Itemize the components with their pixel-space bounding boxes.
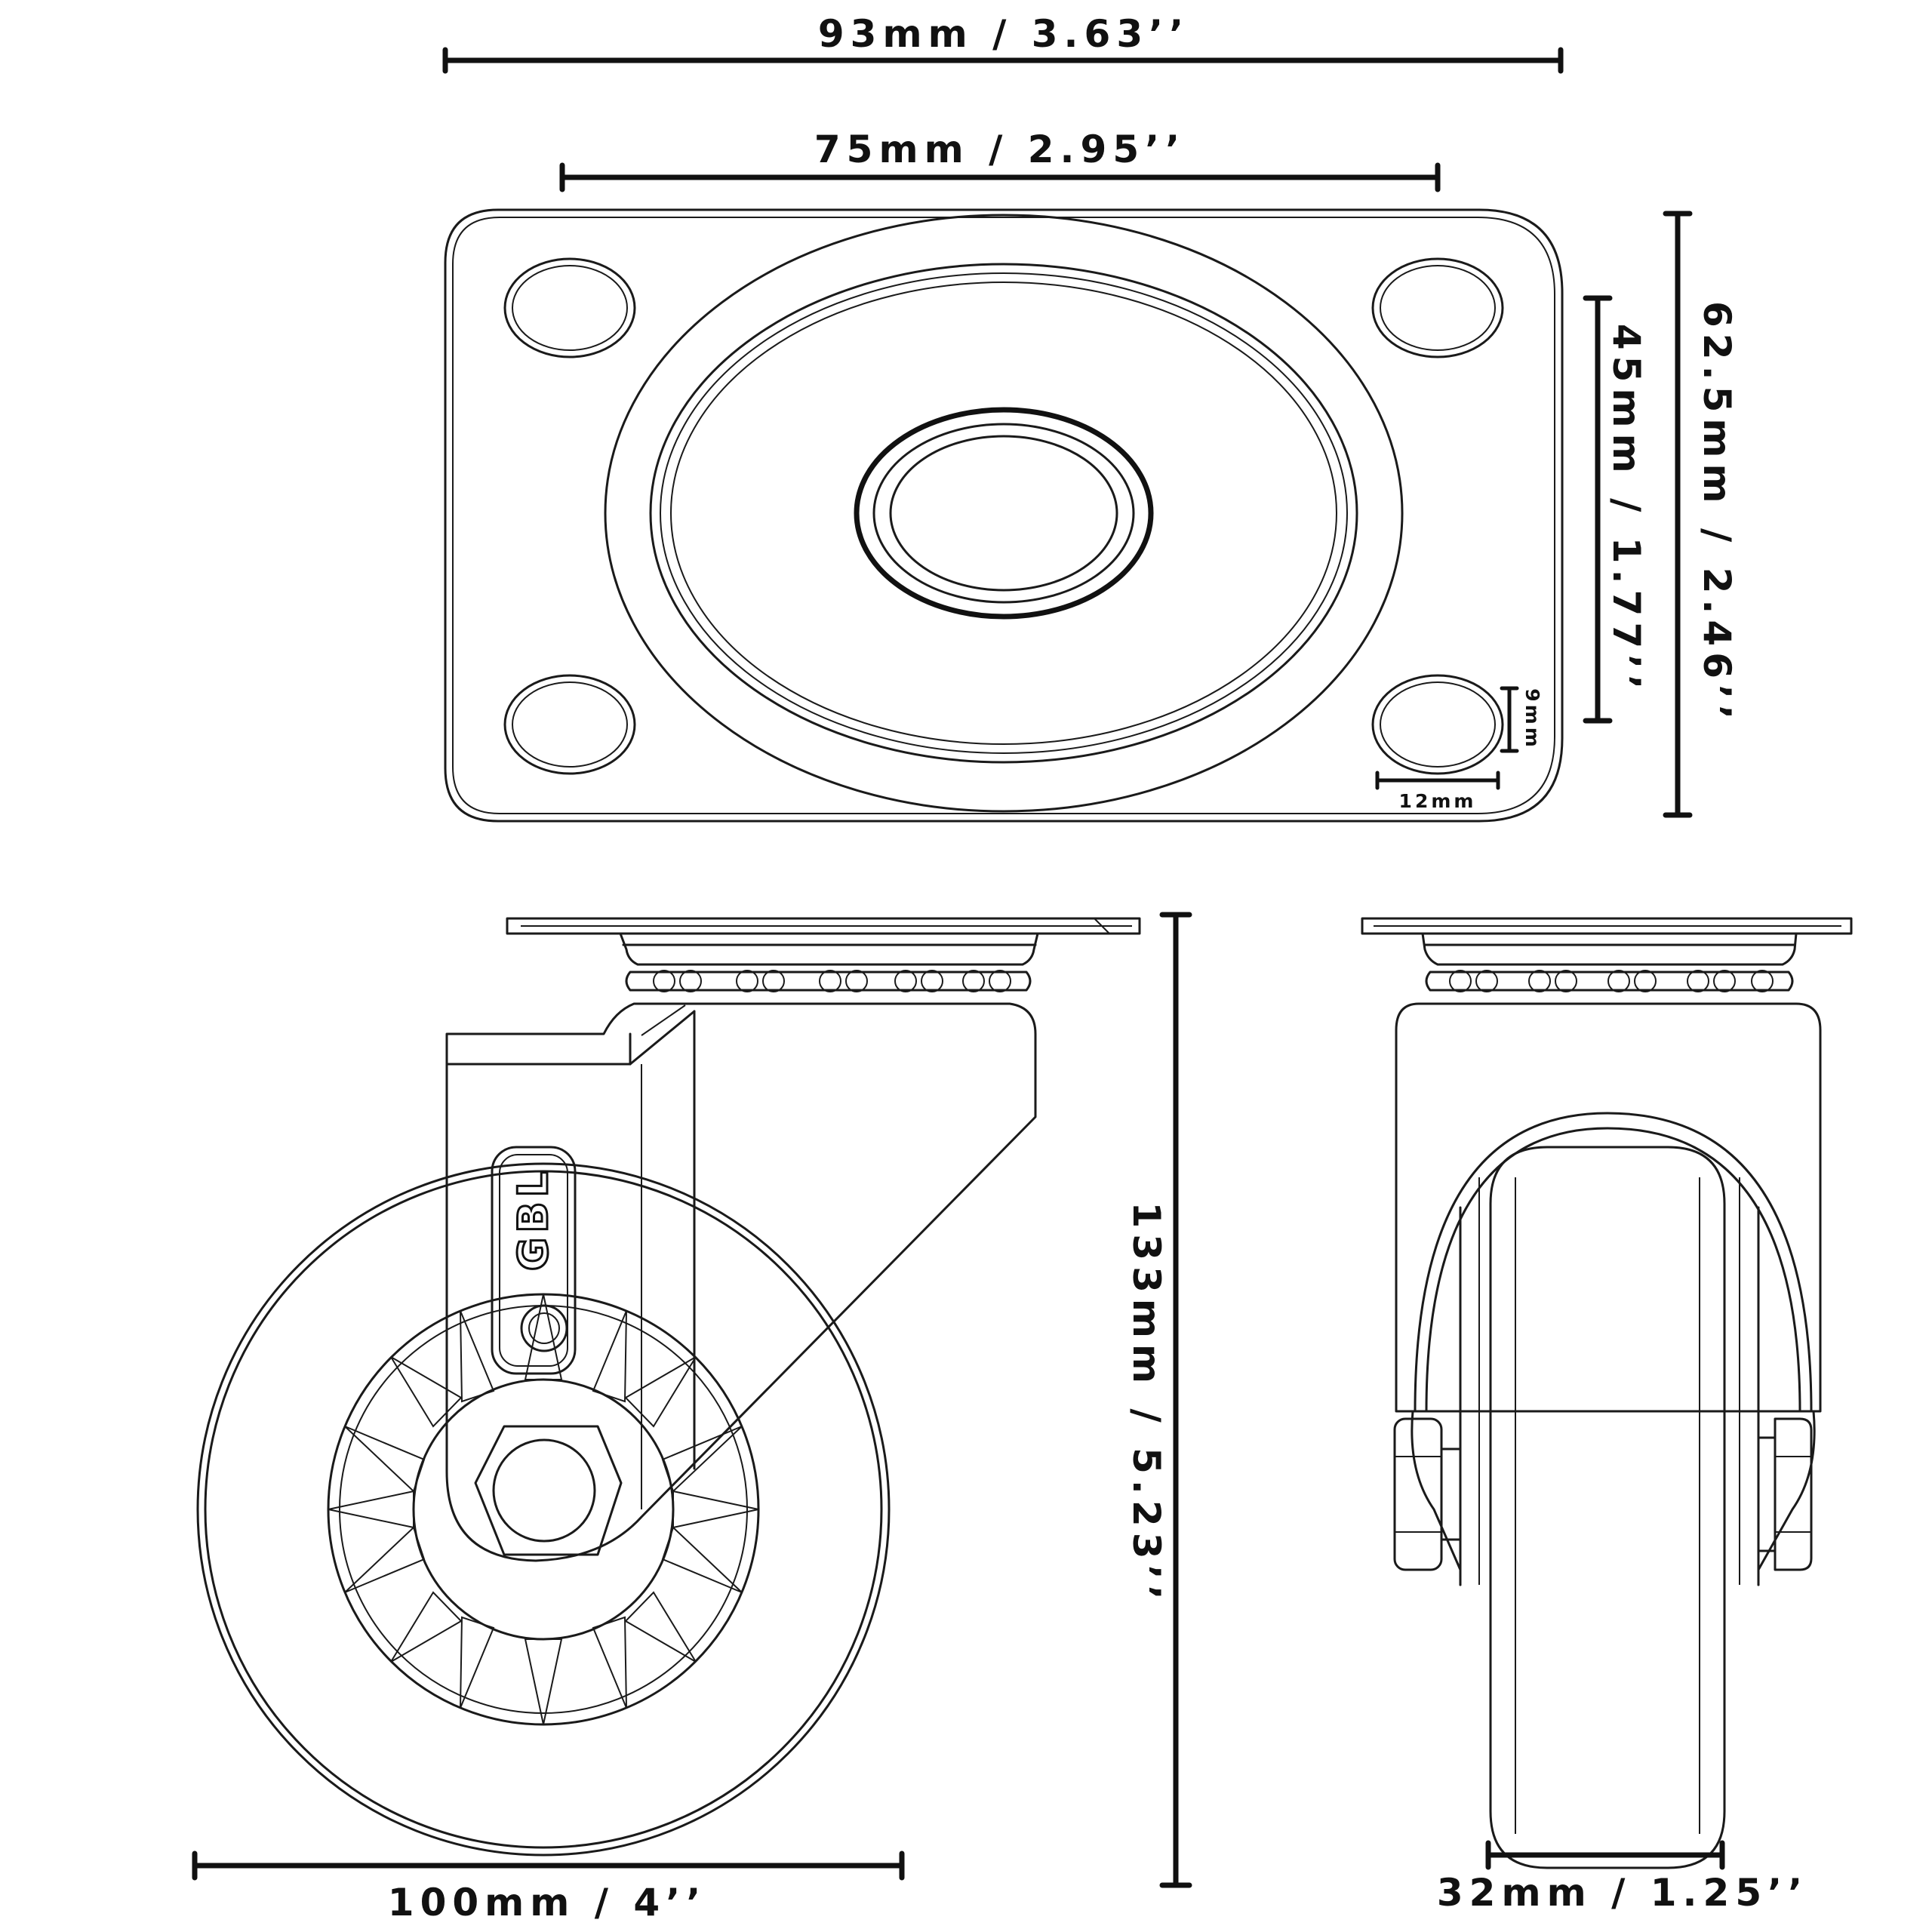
dim-wheel-width: 32mm / 1.25’’: [1437, 1840, 1808, 1915]
dim-wheel-diameter-label: 100mm / 4’’: [388, 1881, 706, 1924]
dim-top-overall-width: 93mm / 3.63’’: [442, 12, 1564, 74]
plate-outline: [444, 208, 1564, 823]
top-plate-view: [444, 208, 1564, 823]
front-wheel: [1489, 1146, 1726, 1869]
outer-race-ring: [604, 214, 1404, 813]
dim-plate-height-label: 62.5mm / 2.46’’: [1695, 301, 1739, 725]
dim-overall-height: 133mm / 5.23’’: [1124, 912, 1192, 1888]
dim-slot-height-label: 9mm: [1521, 688, 1543, 750]
side-ball-bearings: [653, 970, 1011, 992]
side-axle-nut: [474, 1425, 623, 1556]
dim-top-hole-spacing-label: 75mm / 2.95’’: [814, 128, 1186, 171]
mounting-slot-top-right: [1371, 257, 1504, 358]
dim-top-hole-spacing: 75mm / 2.95’’: [559, 128, 1441, 192]
side-swivel-race: [619, 932, 1039, 966]
dim-slot-width-label: 12mm: [1399, 790, 1477, 812]
side-fork-body: [445, 1002, 1037, 1562]
front-fork-arch: [1414, 1112, 1813, 1413]
logo-mark: [520, 1304, 568, 1352]
logo-plate: [491, 1146, 577, 1375]
front-axle-nut-right: [1757, 1417, 1813, 1571]
mounting-slot-top-left: [503, 257, 636, 358]
front-swivel-race: [1421, 932, 1798, 966]
mounting-slot-bottom-right: [1371, 674, 1504, 775]
front-fork-body: [1395, 1002, 1822, 1413]
side-axle-bolt: [492, 1438, 596, 1543]
side-view-caster: GBL: [196, 917, 1141, 1857]
dim-wheel-width-label: 32mm / 1.25’’: [1437, 1871, 1808, 1915]
dim-hole-spacing-height: 45mm / 1.77’’: [1583, 295, 1648, 724]
middle-race-ring: [649, 263, 1358, 764]
logo-text: GBL: [509, 1167, 557, 1271]
front-view-caster: [1361, 917, 1853, 1869]
dim-wheel-diameter: 100mm / 4’’: [192, 1850, 905, 1924]
center-kingpin-hole: [889, 435, 1118, 592]
mounting-slot-bottom-left: [503, 674, 636, 775]
plate-inner-outline: [452, 217, 1555, 814]
dim-plate-height: 62.5mm / 2.46’’: [1663, 211, 1739, 818]
front-ball-bearings: [1449, 970, 1774, 992]
side-wheel: [196, 1162, 891, 1857]
side-wheel-tire: [196, 1162, 891, 1857]
dim-overall-height-label: 133mm / 5.23’’: [1124, 1202, 1168, 1606]
dim-hole-spacing-height-label: 45mm / 1.77’’: [1604, 324, 1648, 695]
front-axle-nut-left: [1393, 1417, 1462, 1571]
dim-slot-height: 9mm: [1500, 686, 1543, 753]
center-kingpin-outer: [854, 407, 1154, 620]
dim-top-overall-width-label: 93mm / 3.63’’: [818, 12, 1189, 56]
dim-slot-width: 12mm: [1375, 771, 1500, 812]
